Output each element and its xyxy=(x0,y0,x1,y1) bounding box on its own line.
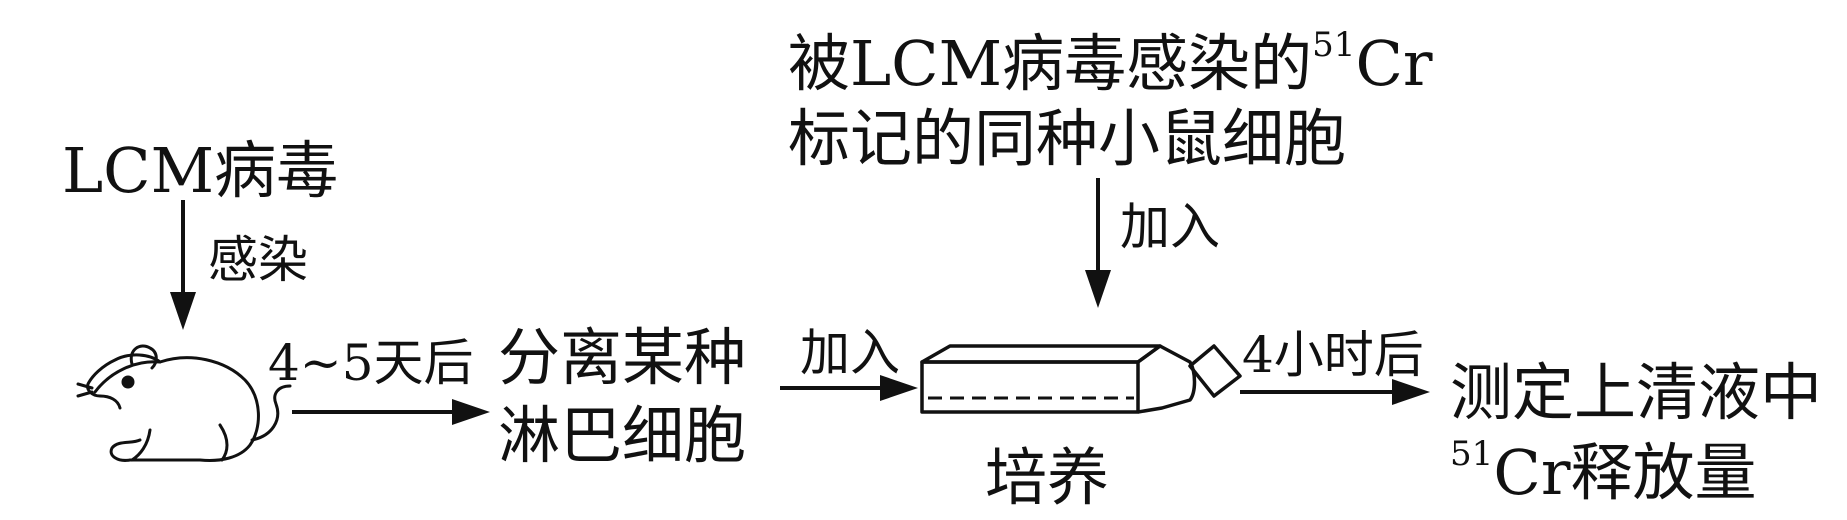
measure-label-line1: 测定上清液中 xyxy=(1450,356,1823,429)
infect-label: 感染 xyxy=(208,231,308,289)
culture-label: 培养 xyxy=(985,441,1110,514)
target-cells-label-line2: 标记的同种小鼠细胞 xyxy=(788,102,1347,175)
mouse-icon xyxy=(76,344,292,462)
virus-label: LCM病毒 xyxy=(62,134,339,207)
arrow-icon xyxy=(780,375,918,401)
culture-tube-icon xyxy=(920,344,1242,414)
after-4h-label: 4小时后 xyxy=(1242,326,1424,384)
isolate-label-line1: 分离某种 xyxy=(498,321,747,394)
add-label-left: 加入 xyxy=(800,324,900,382)
arrow-icon xyxy=(1240,379,1430,405)
target-cells-label-line1: 被LCM病毒感染的51Cr xyxy=(788,25,1433,100)
wait-time-label: 4~5天后 xyxy=(268,334,474,392)
isolate-label-line2: 淋巴细胞 xyxy=(498,399,747,472)
arrow-icon xyxy=(170,200,196,330)
measure-label-line2: 51Cr释放量 xyxy=(1450,434,1757,509)
arrow-icon xyxy=(1085,178,1111,308)
arrow-icon xyxy=(292,399,490,425)
add-label-top: 加入 xyxy=(1120,198,1220,256)
